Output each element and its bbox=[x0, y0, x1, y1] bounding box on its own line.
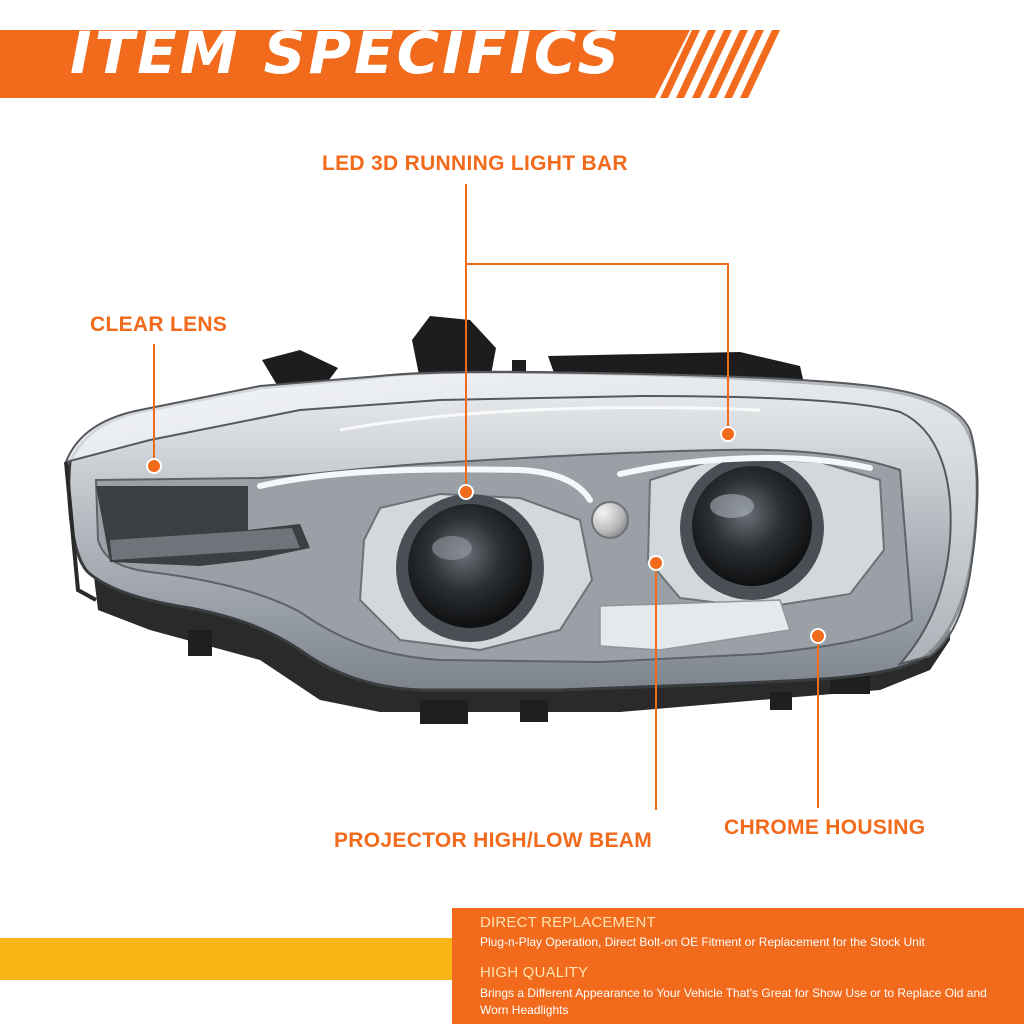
header-banner: ITEM SPECIFICS bbox=[0, 0, 1024, 110]
left-projector-lens bbox=[408, 504, 532, 628]
led-bar-right bbox=[617, 454, 873, 477]
signal-strip bbox=[599, 599, 791, 651]
feature-text-high-quality: Brings a Different Appearance to Your Ve… bbox=[480, 986, 987, 1017]
left-inner-strip bbox=[110, 528, 300, 560]
banner-stripes bbox=[660, 30, 780, 98]
page-title: ITEM SPECIFICS bbox=[70, 19, 623, 87]
feature-text-direct-replacement: Plug-n-Play Operation, Direct Bolt-on OE… bbox=[480, 935, 925, 949]
led-bar-left bbox=[257, 466, 593, 503]
center-bulb bbox=[591, 501, 629, 539]
callout-chrome-housing: CHROME HOUSING bbox=[724, 816, 926, 839]
banner-shape bbox=[0, 30, 780, 98]
feature-title-direct-replacement: DIRECT REPLACEMENT bbox=[480, 914, 656, 931]
lens-edge bbox=[64, 461, 97, 602]
left-projector-highlight bbox=[432, 536, 472, 560]
callout-clear-lens: CLEAR LENS bbox=[90, 313, 228, 336]
callout-projector: PROJECTOR HIGH/LOW BEAM bbox=[334, 829, 653, 852]
callout-running-light: LED 3D RUNNING LIGHT BAR bbox=[322, 152, 628, 175]
right-projector-lens bbox=[692, 466, 812, 586]
feature-panel: DIRECT REPLACEMENT Plug-n-Play Operation… bbox=[452, 908, 1024, 1024]
yellow-accent-band bbox=[0, 938, 460, 980]
right-projector-highlight bbox=[710, 494, 754, 518]
feature-title-high-quality: HIGH QUALITY bbox=[480, 964, 589, 981]
